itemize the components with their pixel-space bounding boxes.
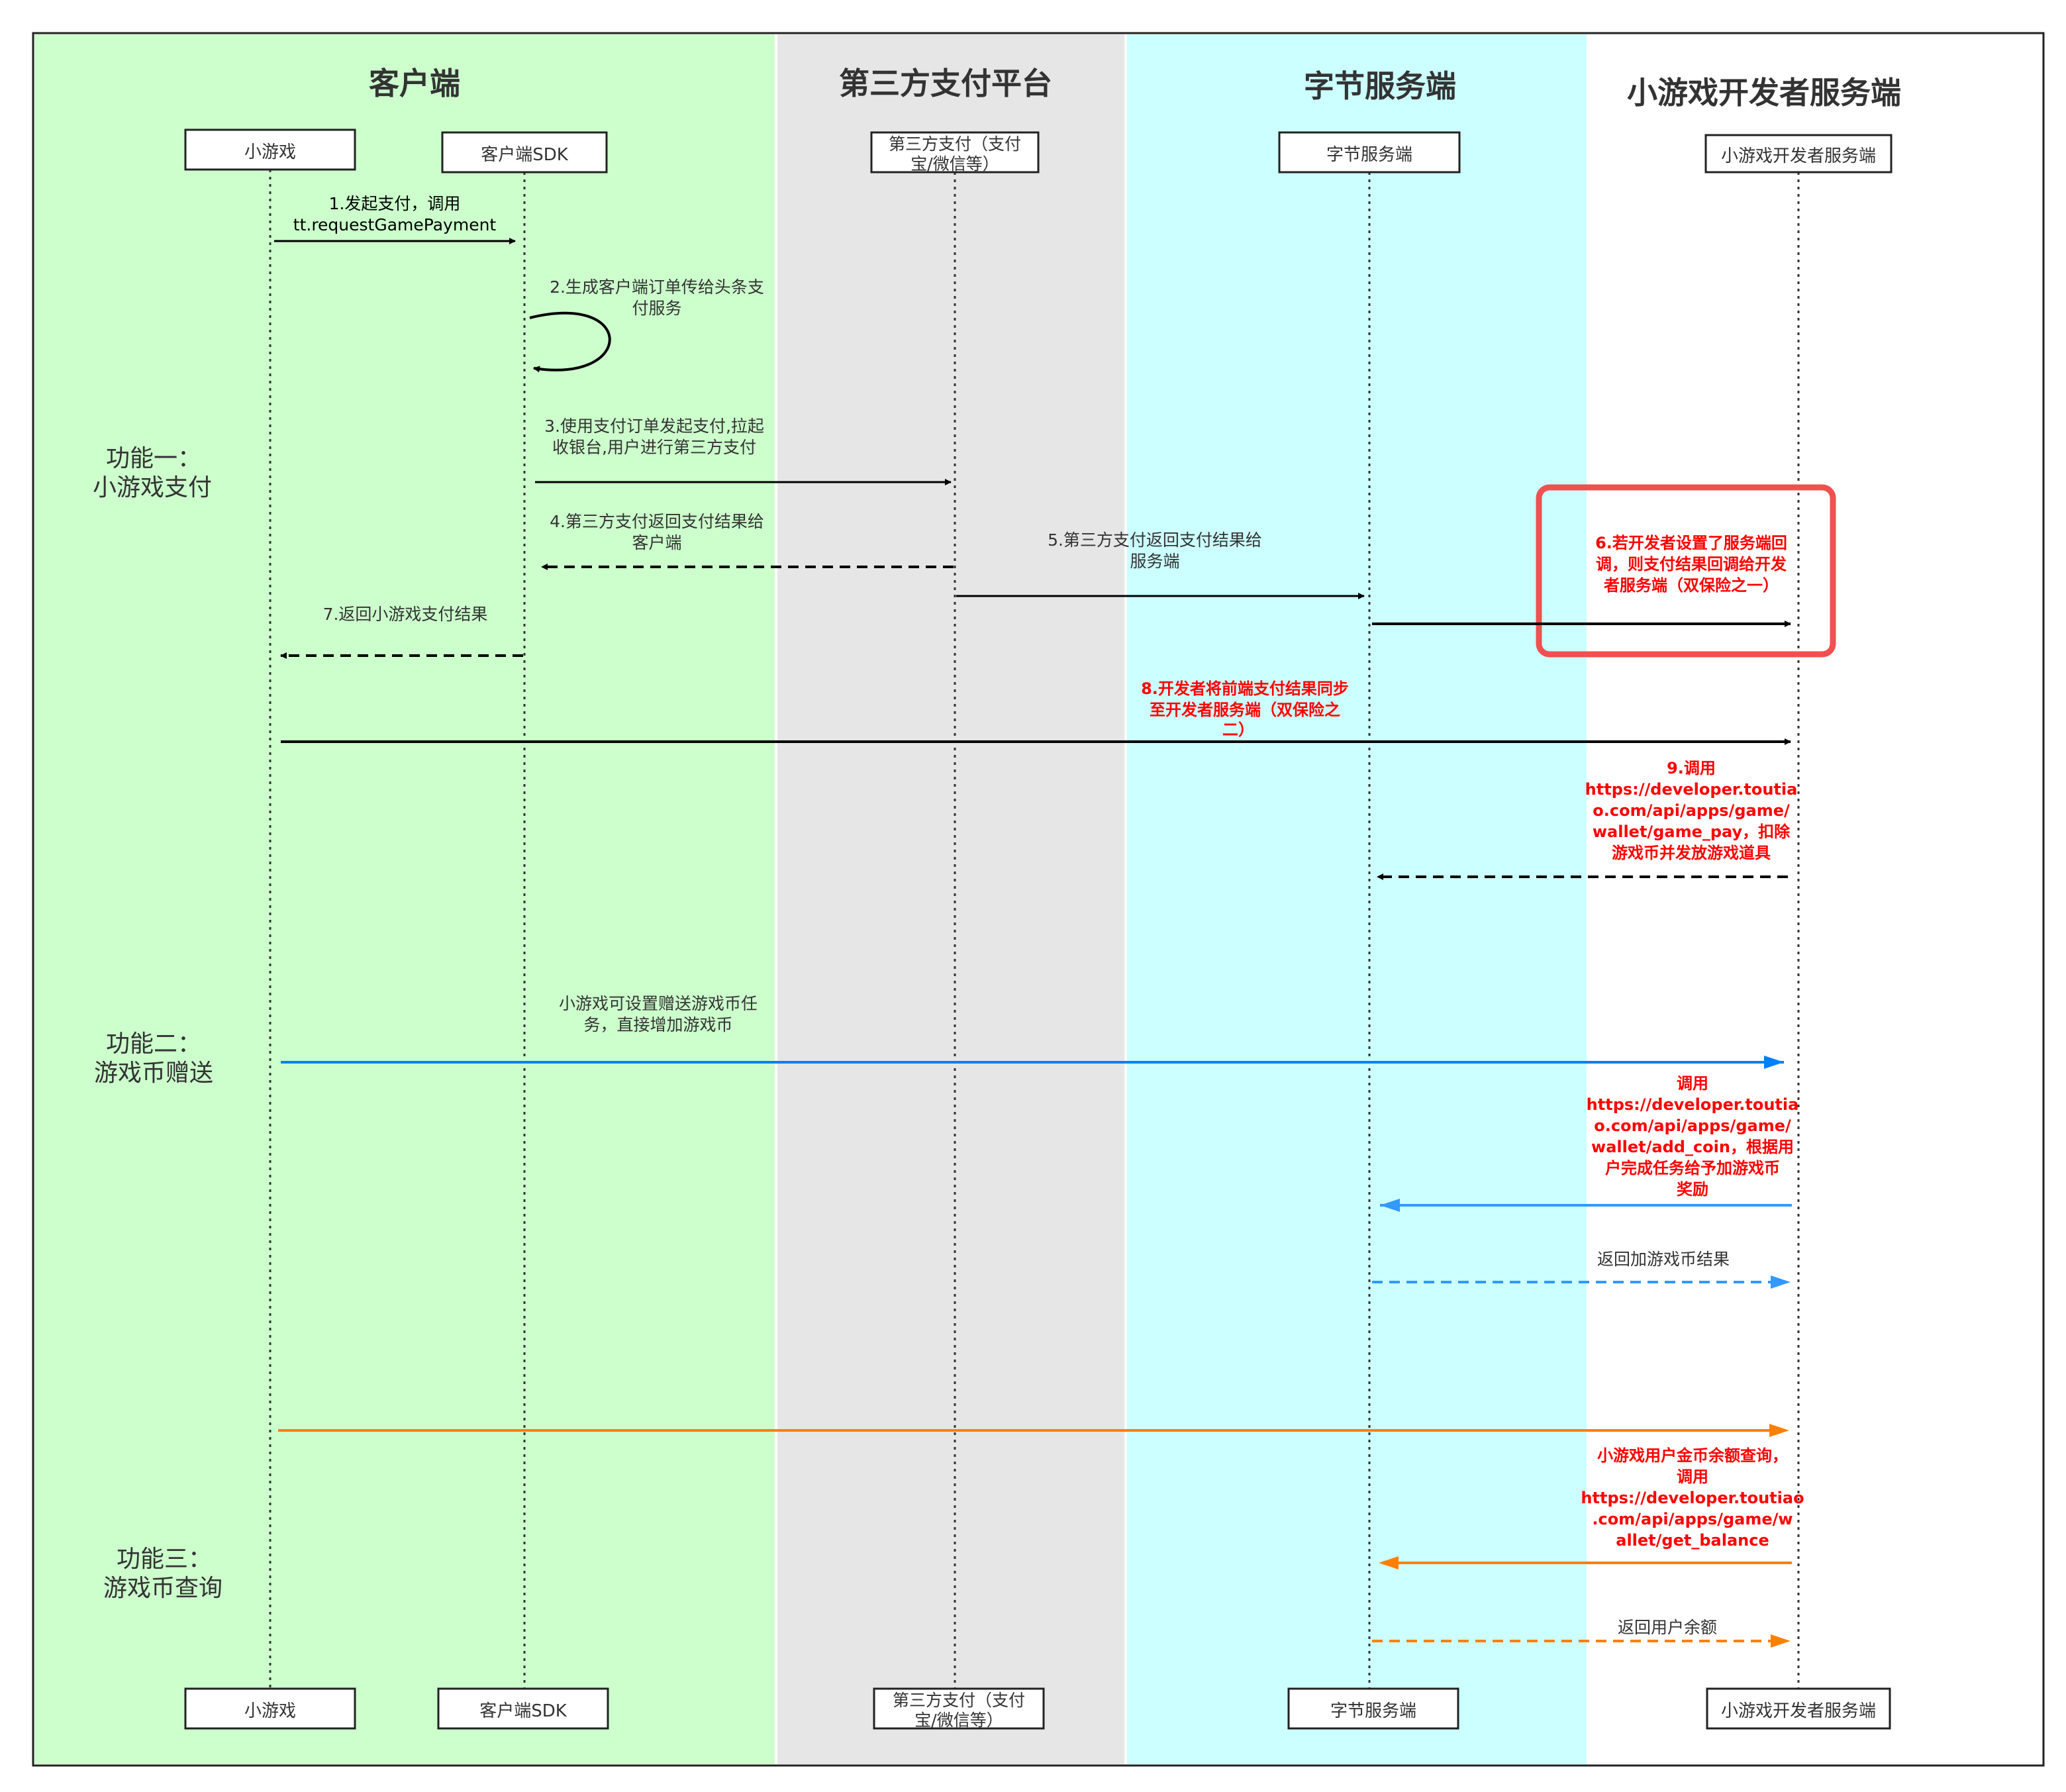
lane-third-party-bg [776,34,1126,1764]
participant-box-third-party-bottom [873,1687,1045,1730]
lane-bytedance-bg [1126,34,1587,1764]
message-label-11-line5: 户完成任务给予加游戏币 [1605,1159,1780,1177]
message-label-11-line2: https://developer.toutia [1587,1095,1799,1114]
lane-title-client: 客户端 [369,66,460,101]
message-label-5-line1: 5.第三方支付返回支付结果给 [1048,530,1262,550]
section-label-payment-line2: 小游戏支付 [93,474,212,501]
message-label-4-line1: 4.第三方支付返回支付结果给 [550,512,764,531]
participant-label-developer-bottom: 小游戏开发者服务端 [1721,1701,1876,1721]
participant-label-third-party-top-line2: 宝/微信等） [910,154,999,174]
message-label-3-line2: 收银台,用户进行第三方支付 [552,438,756,457]
message-label-15: 返回用户余额 [1618,1618,1717,1637]
message-label-11-line3: o.com/api/apps/game/ [1594,1117,1791,1135]
message-arrowhead-10 [1764,1056,1784,1069]
lane-title-third-party: 第三方支付平台 [839,66,1052,101]
section-label-gift-line2: 游戏币赠送 [94,1060,213,1087]
message-label-11-line1: 调用 [1677,1074,1708,1093]
message-label-7: 7.返回小游戏支付结果 [323,605,488,624]
message-label-9-line4: wallet/game_pay，扣除 [1593,822,1791,841]
message-label-3-line1: 3.使用支付订单发起支付,拉起 [544,417,764,436]
participant-label-bytedance-bottom: 字节服务端 [1330,1701,1416,1721]
message-arrowhead-14 [1379,1556,1399,1569]
participant-box-developer-top [1704,134,1893,174]
participant-label-minigame-top: 小游戏 [244,142,296,162]
message-label-2-line1: 2.生成客户端订单传给头条支 [550,277,764,297]
section-label-gift-line1: 功能二： [106,1030,201,1058]
message-label-1-line1: 1.发起支付，调用 [329,194,461,213]
message-label-14-line1: 小游戏用户金币余额查询， [1597,1446,1788,1465]
message-label-8-line3: 二） [1222,721,1254,739]
section-label-query-line1: 功能三： [117,1546,212,1573]
participant-box-client-sdk-bottom [437,1687,609,1730]
message-arrowhead-11 [1380,1199,1400,1212]
message-label-9-line2: https://developer.toutia [1585,780,1798,799]
section-label-query-line2: 游戏币查询 [103,1575,222,1602]
message-label-6-line3: 者服务端（双保险之一） [1604,576,1779,595]
message-label-6-line1: 6.若开发者设置了服务端回 [1595,534,1787,552]
participant-box-client-sdk-top [441,131,608,174]
message-arrowhead-12 [1771,1275,1791,1289]
message-label-11-line4: wallet/add_coin，根据用 [1591,1138,1794,1156]
message-label-14-line5: allet/get_balance [1616,1531,1769,1550]
message-label-6-line2: 调，则支付结果回调给开发 [1596,555,1787,573]
message-arrowhead-13 [1769,1424,1789,1437]
message-label-4-line2: 客户端 [632,533,681,552]
diagram-frame [32,32,2045,1767]
participant-label-third-party-bottom-line2: 宝/微信等） [914,1711,1003,1730]
message-label-8-line2: 至开发者服务端（双保险之 [1150,701,1340,719]
participant-box-developer-bottom [1706,1687,1891,1730]
message-label-12: 返回加游戏币结果 [1597,1250,1730,1269]
lane-title-bytedance: 字节服务端 [1304,68,1456,104]
participant-label-minigame-bottom: 小游戏 [244,1701,296,1721]
participant-label-third-party-top-line1: 第三方支付（支付 [889,134,1021,154]
participant-label-client-sdk-top: 客户端SDK [481,145,569,165]
message-label-2-line2: 付服务 [632,299,681,318]
participant-box-bytedance-bottom [1287,1687,1459,1730]
lane-client-bg [34,34,776,1764]
message-label-9-line3: o.com/api/apps/game/ [1593,801,1790,820]
message-label-10-line2: 务，直接增加游戏币 [583,1015,732,1034]
section-label-payment-line1: 功能一： [106,445,201,472]
message-label-14-line2: 调用 [1677,1468,1708,1486]
message-label-9-line5: 游戏币并发放游戏道具 [1612,844,1771,862]
participant-box-minigame-bottom [184,1687,356,1730]
participant-label-client-sdk-bottom: 客户端SDK [479,1701,567,1721]
participant-box-third-party-top [870,131,1040,174]
lane-title-developer: 小游戏开发者服务端 [1627,75,1901,111]
message-label-8-line1: 8.开发者将前端支付结果同步 [1141,679,1349,698]
message-label-14-line4: .com/api/apps/game/w [1592,1510,1793,1528]
message-label-9-line1: 9.调用 [1667,759,1716,777]
highlight-box [1536,484,1836,658]
participant-box-minigame-top [184,128,356,171]
message-label-11-line6: 奖励 [1677,1180,1708,1199]
participant-box-bytedance-top [1278,131,1461,174]
message-label-1-line2: tt.requestGamePayment [293,215,497,234]
message-label-14-line3: https://developer.toutiao [1581,1489,1804,1507]
participant-label-developer-top: 小游戏开发者服务端 [1721,146,1876,166]
participant-label-third-party-bottom-line1: 第三方支付（支付 [893,1691,1025,1710]
message-label-5-line2: 服务端 [1130,552,1179,571]
message-arrowhead-15 [1771,1634,1791,1648]
participant-label-bytedance-top: 字节服务端 [1326,145,1412,165]
message-arrow-2 [529,311,611,373]
lane-developer-bg [1587,34,2042,1764]
message-label-10-line1: 小游戏可设置赠送游戏币任 [559,994,758,1013]
